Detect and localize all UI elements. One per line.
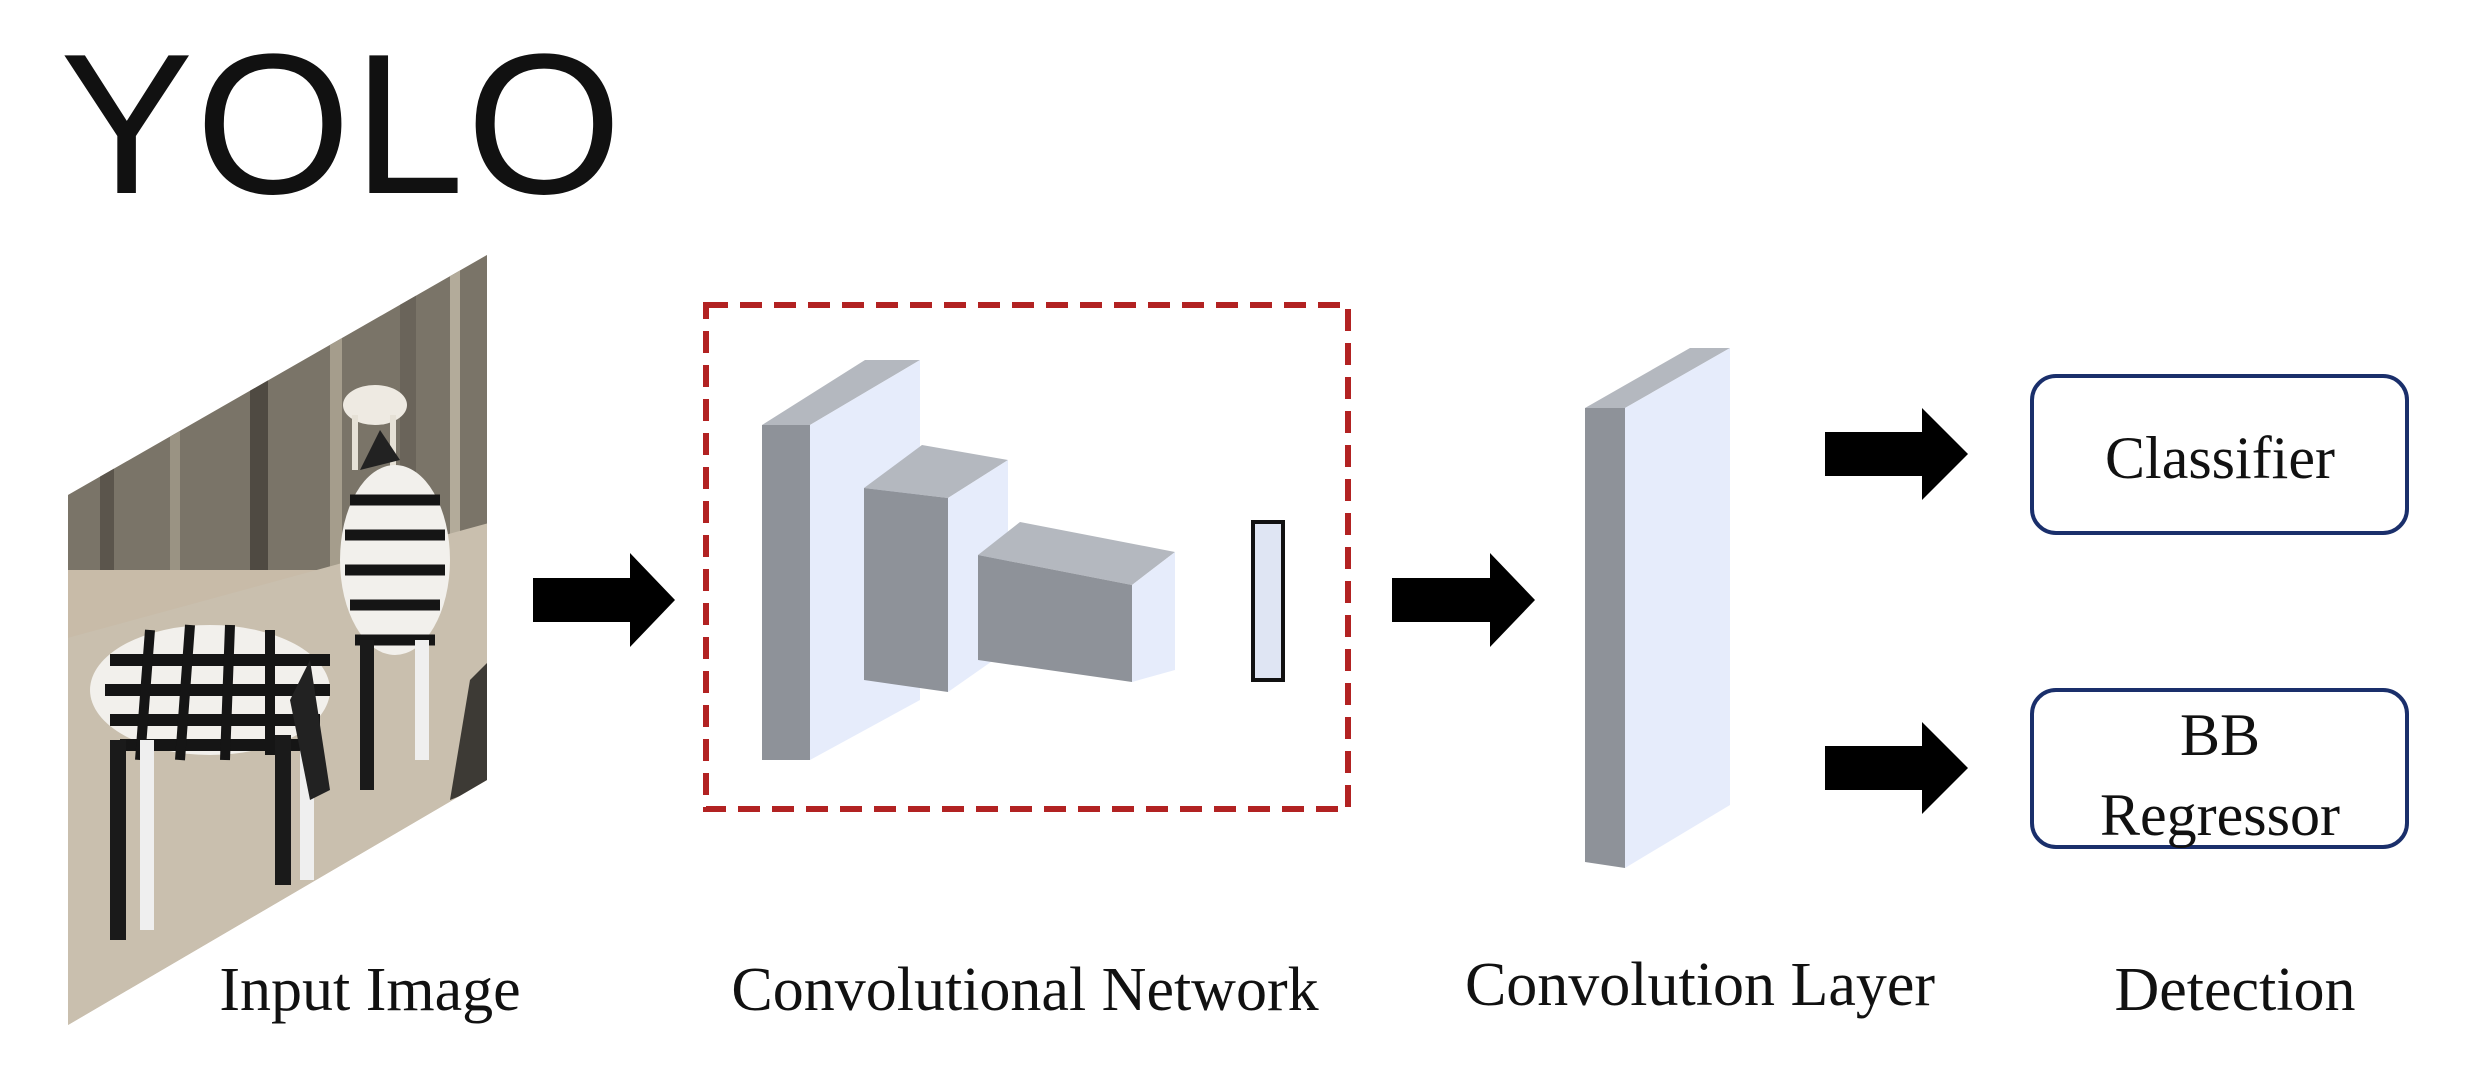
- feature-vector: [1251, 520, 1285, 682]
- classifier-label: Classifier: [2105, 425, 2335, 491]
- zebra-shape: [340, 430, 450, 790]
- classifier-box: [2030, 374, 2409, 535]
- conv-block-3: [978, 522, 1175, 682]
- arrow-icon: [1825, 722, 1968, 814]
- zebra-shape: [90, 624, 330, 940]
- bb-regressor-label-line1: BB: [2180, 702, 2260, 768]
- arrow-icon: [533, 553, 675, 647]
- page-title: YOLO: [60, 13, 624, 236]
- arrow-icon: [1825, 408, 1968, 500]
- convolution-layer-label: Convolution Layer: [1464, 951, 1936, 1019]
- convolution-layer-block: [1585, 348, 1730, 868]
- convolutional-network-label: Convolutional Network: [731, 956, 1319, 1024]
- input-image: [68, 255, 487, 1025]
- input-image-label: Input Image: [219, 956, 521, 1024]
- bb-regressor-box: [2030, 688, 2409, 849]
- detection-label: Detection: [2114, 956, 2356, 1024]
- arrow-icon: [1392, 553, 1535, 647]
- bb-regressor-label-line2: Regressor: [2100, 782, 2340, 848]
- convolutional-network-box: [703, 302, 1351, 812]
